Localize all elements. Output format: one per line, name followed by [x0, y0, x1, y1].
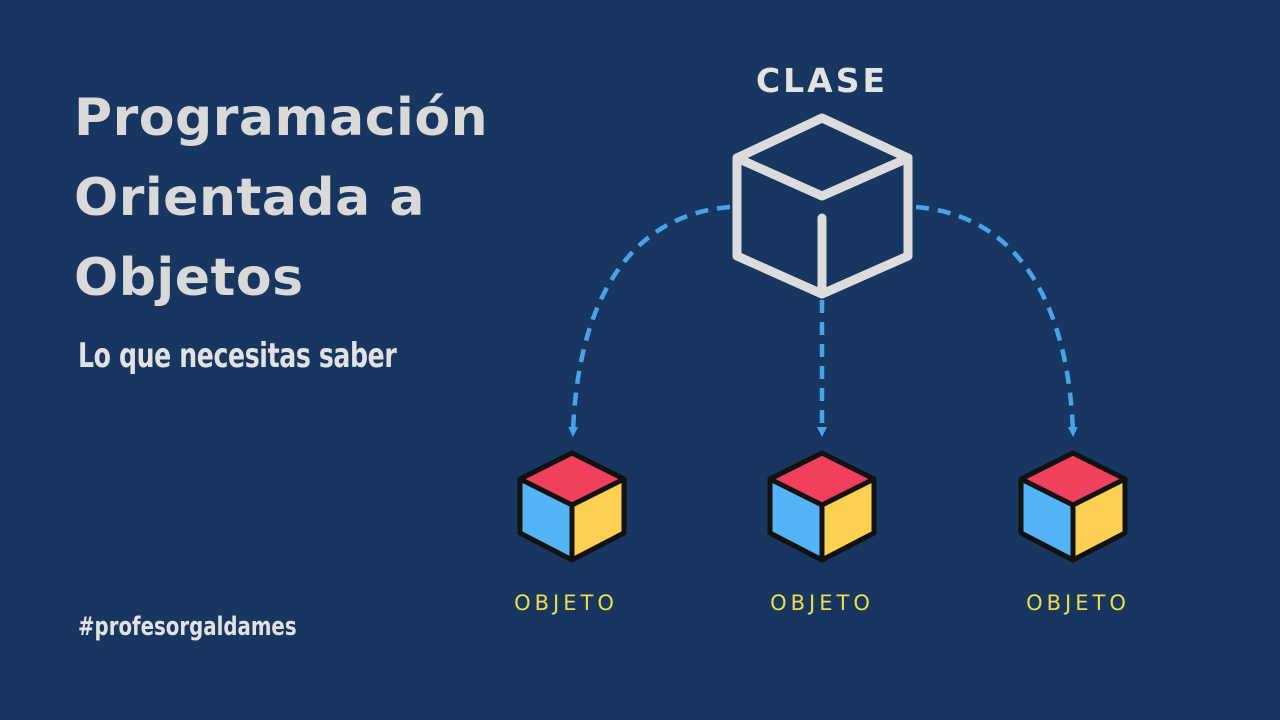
- subtitle: Lo que necesitas saber: [78, 336, 397, 376]
- title-line-3: Objetos: [74, 248, 304, 308]
- arrows: [568, 204, 1078, 437]
- title-line-2: Orientada a: [74, 168, 425, 228]
- object-label-1: OBJETO: [514, 591, 618, 615]
- arrow-right: [915, 204, 1078, 437]
- colored-cube-icon: [517, 450, 627, 563]
- class-label: CLASE: [756, 61, 888, 100]
- arrow-left: [568, 204, 731, 437]
- wireframe-cube-icon: [732, 113, 913, 299]
- object-label-3: OBJETO: [1026, 591, 1130, 615]
- title-block: Programación Orientada a Objetos: [74, 78, 488, 318]
- colored-cube-icon: [767, 450, 877, 563]
- hashtag: #profesorgaldames: [78, 612, 297, 642]
- colored-cube-icon: [1018, 450, 1128, 563]
- title-line-1: Programación: [74, 88, 489, 148]
- object-label-2: OBJETO: [770, 591, 874, 615]
